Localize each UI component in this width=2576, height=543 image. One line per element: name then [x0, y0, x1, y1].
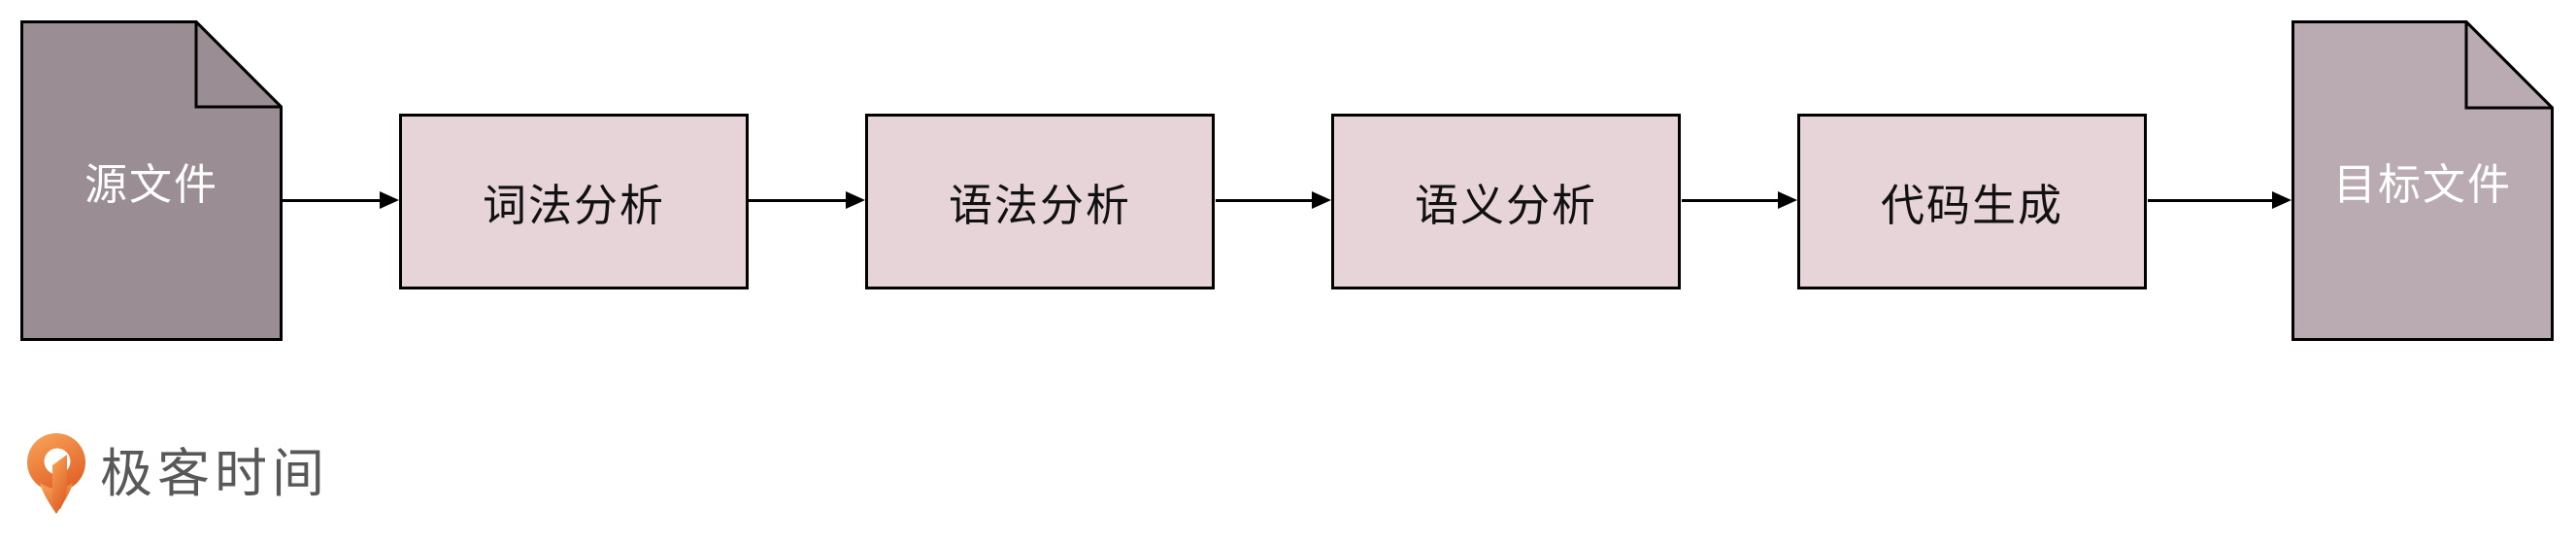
geektime-pin-icon — [27, 433, 85, 514]
arrow-lexical-to-syntax — [749, 191, 865, 209]
arrowhead-icon — [2272, 191, 2292, 209]
node-syntax-analysis: 语法分析 — [865, 114, 1215, 289]
arrow-shaft — [1682, 198, 1784, 202]
syntax-analysis-label: 语法分析 — [948, 180, 1131, 231]
arrow-source-to-lexical — [283, 191, 399, 209]
arrow-semantic-to-codegen — [1682, 191, 1797, 209]
lexical-analysis-label: 词法分析 — [482, 180, 665, 231]
arrowhead-icon — [1312, 191, 1331, 209]
geektime-logo: 极客时间 — [27, 433, 329, 515]
code-generation-label: 代码生成 — [1880, 180, 2063, 231]
document-shape-icon — [20, 20, 283, 341]
node-target-file: 目标文件 — [2292, 20, 2554, 341]
arrow-shaft — [2148, 198, 2278, 202]
node-lexical-analysis: 词法分析 — [399, 114, 749, 289]
arrow-syntax-to-semantic — [1216, 191, 1331, 209]
semantic-analysis-label: 语义分析 — [1414, 180, 1597, 231]
arrow-shaft — [749, 198, 852, 202]
arrow-shaft — [283, 198, 385, 202]
arrowhead-icon — [380, 191, 399, 209]
geektime-logo-text: 极客时间 — [100, 443, 329, 504]
target-file-label: 目标文件 — [2333, 160, 2512, 210]
document-shape-icon — [2292, 20, 2554, 341]
source-file-label: 源文件 — [84, 160, 218, 210]
node-semantic-analysis: 语义分析 — [1331, 114, 1681, 289]
arrowhead-icon — [1778, 191, 1797, 209]
node-code-generation: 代码生成 — [1797, 114, 2147, 289]
arrow-codegen-to-target — [2148, 191, 2292, 209]
node-source-file: 源文件 — [20, 20, 283, 341]
arrow-shaft — [1216, 198, 1318, 202]
arrowhead-icon — [846, 191, 865, 209]
